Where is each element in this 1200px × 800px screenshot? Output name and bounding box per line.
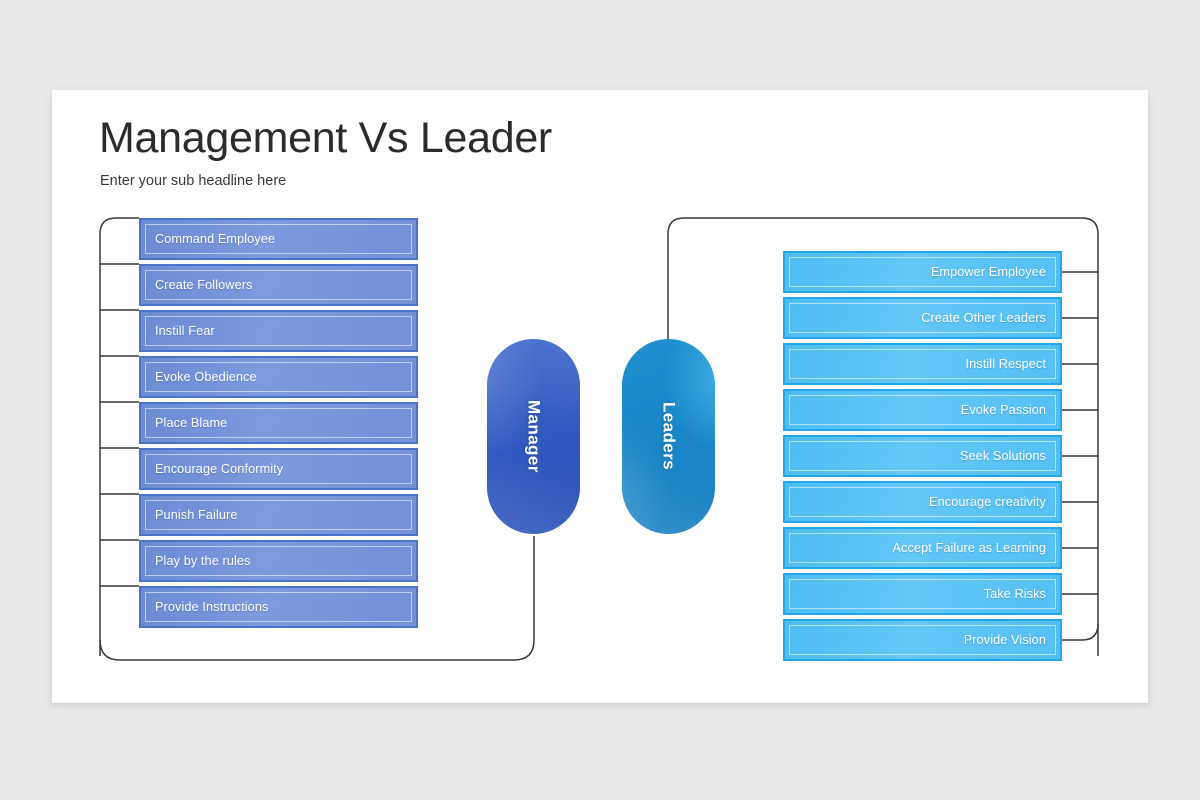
leaders-pill[interactable]: Leaders xyxy=(622,339,715,534)
leader-item[interactable]: Evoke Passion xyxy=(783,389,1062,431)
leader-item-label: Take Risks xyxy=(983,587,1046,601)
manager-item-label: Evoke Obedience xyxy=(155,370,257,384)
manager-item[interactable]: Evoke Obedience xyxy=(139,356,418,398)
manager-item-label: Command Employee xyxy=(155,232,276,246)
leader-item[interactable]: Create Other Leaders xyxy=(783,297,1062,339)
leader-item-label: Accept Failure as Learning xyxy=(892,541,1046,555)
leader-item[interactable]: Empower Employee xyxy=(783,251,1062,293)
leader-item[interactable]: Seek Solutions xyxy=(783,435,1062,477)
slide-canvas: Management Vs Leader Enter your sub head… xyxy=(52,90,1148,703)
leader-item-label: Evoke Passion xyxy=(960,403,1046,417)
leader-item[interactable]: Instill Respect xyxy=(783,343,1062,385)
leader-item-label: Empower Employee xyxy=(930,265,1046,279)
leader-item[interactable]: Accept Failure as Learning xyxy=(783,527,1062,569)
manager-item[interactable]: Provide Instructions xyxy=(139,586,418,628)
manager-item[interactable]: Place Blame xyxy=(139,402,418,444)
manager-item[interactable]: Command Employee xyxy=(139,218,418,260)
right-bottom-curve xyxy=(1062,623,1099,641)
manager-item-label: Provide Instructions xyxy=(155,600,269,614)
leaders-items-column: Empower Employee Create Other Leaders In… xyxy=(783,251,1062,661)
manager-item[interactable]: Encourage Conformity xyxy=(139,448,418,490)
manager-pill-label: Manager xyxy=(524,400,544,473)
leader-item-label: Provide Vision xyxy=(963,633,1046,647)
manager-items-column: Command Employee Create Followers Instil… xyxy=(139,218,418,628)
manager-item-label: Place Blame xyxy=(155,416,228,430)
manager-item-label: Punish Failure xyxy=(155,508,238,522)
manager-item[interactable]: Play by the rules xyxy=(139,540,418,582)
leader-item-label: Create Other Leaders xyxy=(921,311,1046,325)
manager-item[interactable]: Punish Failure xyxy=(139,494,418,536)
leader-item[interactable]: Encourage creativity xyxy=(783,481,1062,523)
page-subtitle: Enter your sub headline here xyxy=(100,173,287,189)
leader-item[interactable]: Take Risks xyxy=(783,573,1062,615)
manager-item-label: Create Followers xyxy=(155,278,253,292)
manager-item-label: Play by the rules xyxy=(155,554,251,568)
pill-sheen xyxy=(487,339,580,534)
manager-pill-label-wrap: Manager xyxy=(487,339,580,534)
leader-item[interactable]: Provide Vision xyxy=(783,619,1062,661)
manager-item-label: Instill Fear xyxy=(155,324,215,338)
leader-item-label: Seek Solutions xyxy=(959,449,1046,463)
manager-pill[interactable]: Manager xyxy=(487,339,580,534)
leaders-pill-label-wrap: Leaders xyxy=(622,339,715,534)
manager-item[interactable]: Create Followers xyxy=(139,264,418,306)
manager-item[interactable]: Instill Fear xyxy=(139,310,418,352)
leaders-pill-label: Leaders xyxy=(659,402,679,471)
left-top-curve xyxy=(99,217,139,235)
leader-item-label: Encourage creativity xyxy=(929,495,1046,509)
page-title: Management Vs Leader xyxy=(99,114,552,162)
manager-item-label: Encourage Conformity xyxy=(155,462,284,476)
leader-item-label: Instill Respect xyxy=(965,357,1046,371)
